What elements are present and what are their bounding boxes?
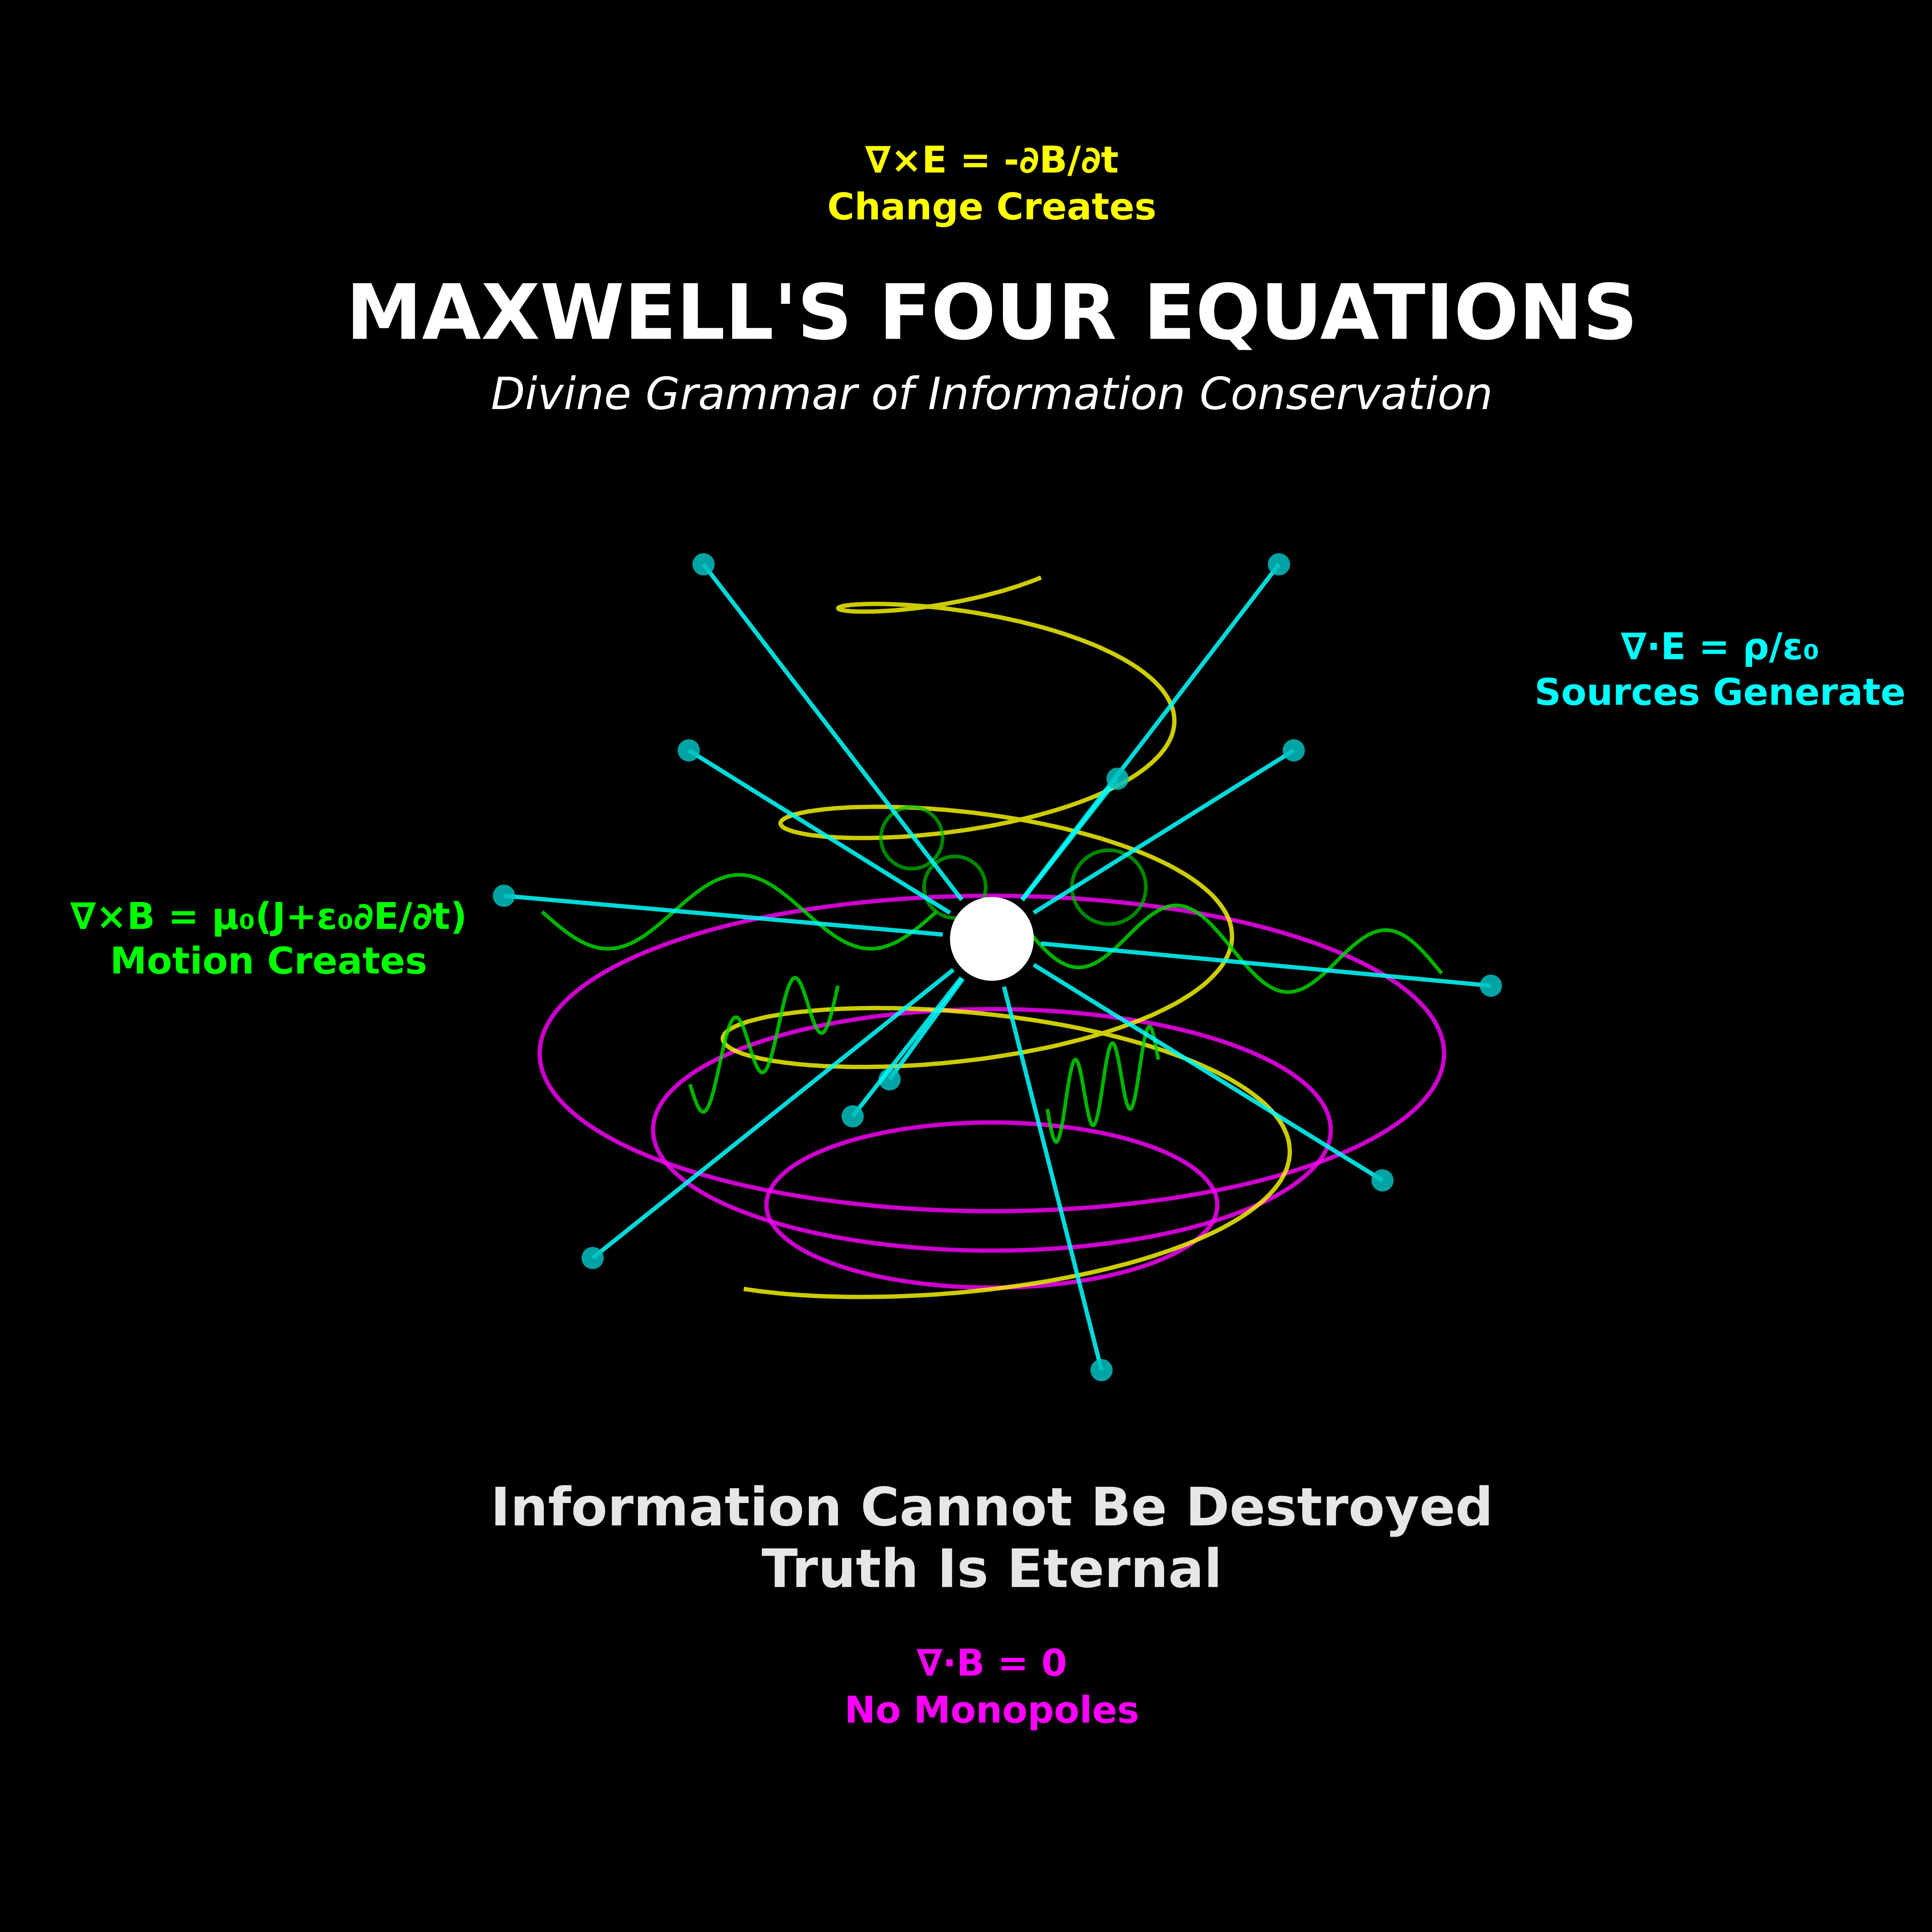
ampere-caption: Motion Creates (110, 939, 427, 982)
electric-field-ray (687, 748, 951, 915)
charge-dot (1282, 739, 1305, 762)
magnetic-curl-loop (922, 854, 988, 920)
gauss-e-caption: Sources Generate (1535, 670, 1906, 714)
charge-dot (1106, 768, 1129, 790)
field-lines (493, 553, 1502, 1382)
electric-field-ray (503, 893, 943, 937)
ampere-formula: ∇×B = μ₀(J+ε₀∂E/∂t) (70, 895, 467, 938)
charge-dot (692, 553, 715, 576)
central-source (950, 897, 1034, 981)
footer-line-1: Information Cannot Be Destroyed (490, 1476, 1493, 1538)
magnetic-field-loop (537, 893, 1446, 1213)
magnetic-curl-loop (879, 805, 945, 871)
charge-dot (1090, 1359, 1113, 1382)
magnetic-wave (1045, 1025, 1160, 1144)
charge-dot (493, 885, 515, 907)
title: MAXWELL'S FOUR EQUATIONS (346, 269, 1638, 357)
electric-field-ray (888, 977, 965, 1081)
electric-field-ray (591, 968, 955, 1260)
faraday-formula: ∇×E = -∂B/∂t (865, 138, 1119, 181)
magnetic-field-loop (650, 1007, 1333, 1253)
gauss-b-caption: No Monopoles (844, 1688, 1139, 1732)
charge-dot (1480, 975, 1502, 997)
faraday-caption: Change Creates (827, 185, 1157, 228)
gauss-e-formula: ∇·E = ρ/ε₀ (1621, 625, 1819, 668)
magnetic-wave (1021, 903, 1443, 994)
electric-field-ray (702, 563, 964, 901)
subtitle: Divine Grammar of Information Conservati… (491, 368, 1493, 420)
electric-field-ray (1002, 986, 1104, 1371)
charge-dot (581, 1247, 604, 1269)
magnetic-wave (541, 873, 938, 951)
electric-field-ray (1032, 748, 1295, 915)
charge-dot (1371, 1169, 1394, 1192)
charge-dot (1268, 553, 1290, 576)
electric-field-ray (1020, 777, 1120, 902)
footer-line-2: Truth Is Eternal (761, 1538, 1222, 1599)
gauss-b-formula: ∇·B = 0 (917, 1641, 1067, 1685)
charge-dot (841, 1105, 864, 1128)
electric-field-ray (1032, 963, 1384, 1182)
induced-electric-field-spiral (721, 575, 1292, 1299)
magnetic-wave (688, 976, 840, 1114)
charge-dot (678, 739, 700, 762)
electric-field-ray (851, 976, 963, 1118)
electric-field-ray (1041, 941, 1491, 988)
